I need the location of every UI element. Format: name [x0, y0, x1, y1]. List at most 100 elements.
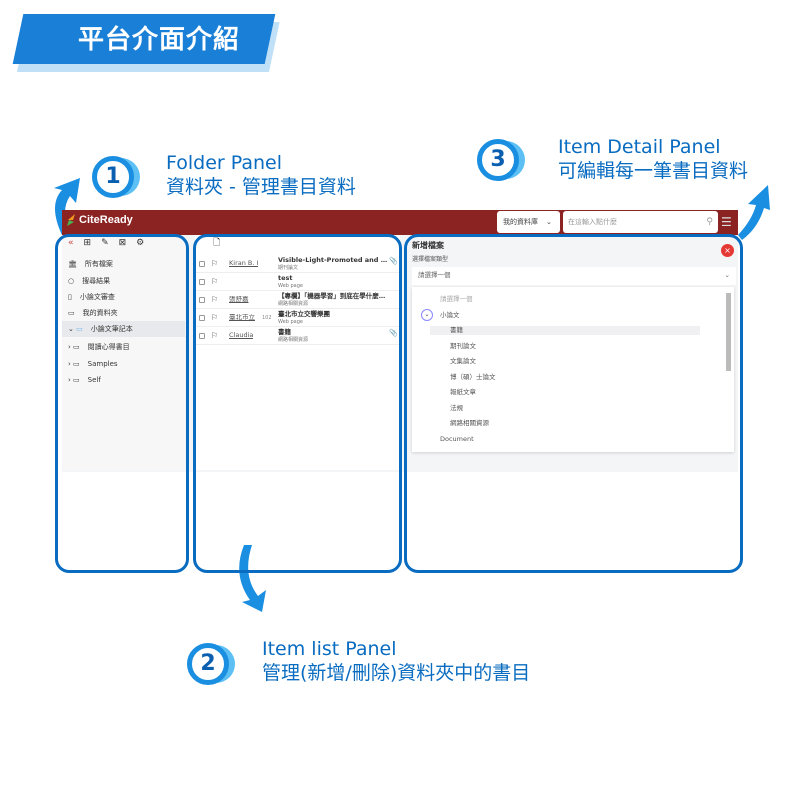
- callout-number-3: 3: [477, 139, 519, 181]
- banner-title: 平台介面介紹: [78, 25, 241, 55]
- delete-folder-icon[interactable]: ⊠: [118, 238, 127, 248]
- arrow-2: [239, 545, 266, 612]
- field-label: 選擇檔案類型: [412, 256, 449, 263]
- row-author[interactable]: Claudia: [229, 332, 254, 339]
- chevron-down-icon: ⌄: [546, 217, 552, 226]
- folder-item-label: 搜尋結果: [82, 276, 111, 285]
- search-placeholder: 在這輸入點什麼: [568, 217, 617, 226]
- dropdown-option[interactable]: Document: [440, 434, 474, 443]
- folder-item-search[interactable]: ○ 搜尋結果: [66, 273, 184, 289]
- add-item-icon[interactable]: 🗋: [213, 238, 221, 248]
- folder-item-all[interactable]: 🏛所有檔案: [66, 256, 184, 272]
- edit-folder-icon[interactable]: ✎: [101, 238, 109, 248]
- row-checkbox[interactable]: [199, 279, 205, 285]
- folder-label: 閱讀心得書目: [87, 342, 130, 351]
- folder-item-my-folder[interactable]: ▭ 我的資料夾: [66, 305, 184, 321]
- row-type: 網路相關資源: [278, 301, 309, 307]
- dropdown-option[interactable]: 法規: [450, 403, 463, 412]
- row-checkbox[interactable]: [199, 297, 205, 303]
- folder-icon: ▭: [76, 324, 83, 333]
- row-type: 網路相關資源: [278, 337, 309, 343]
- flag-icon[interactable]: ⚐: [211, 331, 219, 340]
- attachment-icon[interactable]: 📎: [389, 329, 398, 337]
- dropdown-option[interactable]: 文集論文: [450, 357, 476, 365]
- folder-settings-icon[interactable]: ⚙: [136, 238, 145, 248]
- row-type: Web page: [278, 319, 303, 325]
- flag-icon[interactable]: ⚐: [211, 295, 219, 304]
- row-author[interactable]: 張舒嘉: [229, 296, 249, 303]
- callout-subtitle: 管理(新增/刪除)資料夾中的書目: [262, 662, 531, 684]
- item-detail-panel: 新增檔案 × 選擇檔案類型 請選擇一個⌄ 請選擇一個小論文⌄書籍期刊論文文集論文…: [408, 235, 738, 470]
- dropdown-option[interactable]: 小論文: [440, 310, 460, 319]
- item-detail-panel-outline: [404, 234, 743, 573]
- new-folder-icon[interactable]: ⊞: [83, 238, 92, 248]
- dropdown-option[interactable]: 期刊論文: [450, 341, 476, 350]
- row-type: 期刊論文: [278, 265, 299, 271]
- search-icon: ○: [68, 276, 75, 285]
- flag-icon[interactable]: ⚐: [211, 259, 219, 268]
- logo-text: CiteReady: [79, 214, 133, 226]
- chevron-down-icon: ⌄: [724, 271, 730, 279]
- folder-item-samples[interactable]: › ▭Samples: [66, 356, 184, 372]
- dropdown-option[interactable]: 報紙文章: [450, 388, 476, 396]
- library-select[interactable]: 我的資料庫 ⌄: [497, 211, 560, 233]
- logo-icon: [67, 214, 75, 226]
- arrow-1: [54, 178, 80, 235]
- callout-title: Folder Panel: [166, 152, 283, 174]
- row-author[interactable]: Kiran B. I: [229, 260, 259, 267]
- item-list-panel-outline: [193, 234, 402, 573]
- menu-icon[interactable]: ☰: [721, 215, 732, 229]
- detail-title: 新增檔案: [412, 241, 444, 250]
- inbox-icon: ▭: [68, 308, 75, 317]
- type-select-value: 請選擇一個: [418, 271, 451, 279]
- folder-item-label: 我的資料夾: [82, 308, 118, 317]
- row-extra: 102: [262, 315, 272, 321]
- chevron-down-icon: ⌄ ▭: [68, 324, 83, 333]
- row-checkbox[interactable]: [199, 315, 205, 321]
- attachment-icon[interactable]: 📎: [389, 257, 398, 265]
- chevron-right-icon: › ▭: [68, 375, 80, 384]
- folder-panel: « ⊞ ✎ ⊠ ⚙ 🏛所有檔案 ○ 搜尋結果 ▯ 小論文審查 ▭ 我的資料夾 ⌄ ▭ 小…: [62, 235, 185, 470]
- search-input[interactable]: 在這輸入點什麼⚲: [563, 211, 718, 233]
- logo[interactable]: CiteReady: [66, 213, 133, 227]
- dropdown-option[interactable]: 書籍: [430, 326, 700, 335]
- book-icon: ▯: [68, 292, 72, 301]
- type-select[interactable]: 請選擇一個 ⌄: [412, 267, 736, 285]
- folder-label: 小論文筆記本: [90, 324, 133, 333]
- flag-icon[interactable]: ⚐: [211, 277, 219, 286]
- folder-item-self[interactable]: › ▭ Self: [66, 372, 184, 388]
- dropdown-option[interactable]: 博（碩）士論文: [450, 372, 496, 381]
- callout-title: Item list Panel: [262, 638, 397, 660]
- folder-panel-outline: [55, 234, 189, 573]
- type-dropdown: 請選擇一個小論文 ⌄ 書籍期刊論文文集論文博（碩）士論文報紙文章法規網路相關資源 Do…: [412, 287, 734, 452]
- scrollbar[interactable]: [726, 293, 731, 371]
- callout-subtitle: 資料夾 - 管理書目資料: [166, 176, 356, 198]
- callout-number-2: 2: [187, 643, 229, 685]
- dropdown-option[interactable]: 網路相關資源: [450, 419, 489, 427]
- row-checkbox[interactable]: [199, 333, 205, 339]
- chevron-down-icon[interactable]: ⌄: [421, 308, 433, 321]
- library-select-value: 我的資料庫: [503, 217, 538, 226]
- chevron-right-icon: › ▭: [68, 342, 80, 351]
- folder-item-review[interactable]: ▯ 小論文審查: [66, 289, 184, 305]
- folder-label: Self: [87, 375, 101, 384]
- folder-item-label: 小論文審查: [79, 292, 115, 301]
- callout-subtitle: 可編輯每一筆書目資料: [558, 160, 749, 182]
- folder-item-reading[interactable]: › ▭ 閱讀心得書目: [66, 339, 184, 355]
- bank-icon: 🏛: [68, 259, 77, 268]
- table-row[interactable]: ⚐張舒嘉【專欄】「機器學習」到底在學什麼？...網路相關資源: [195, 291, 400, 309]
- collapse-icon[interactable]: «: [68, 238, 74, 248]
- flag-icon[interactable]: ⚐: [211, 313, 219, 322]
- folder-item-notebook[interactable]: ⌄ ▭ 小論文筆記本: [62, 321, 185, 337]
- dropdown-option[interactable]: 請選擇一個: [440, 295, 473, 303]
- row-checkbox[interactable]: [199, 261, 205, 267]
- row-author[interactable]: 臺北市立: [229, 314, 255, 321]
